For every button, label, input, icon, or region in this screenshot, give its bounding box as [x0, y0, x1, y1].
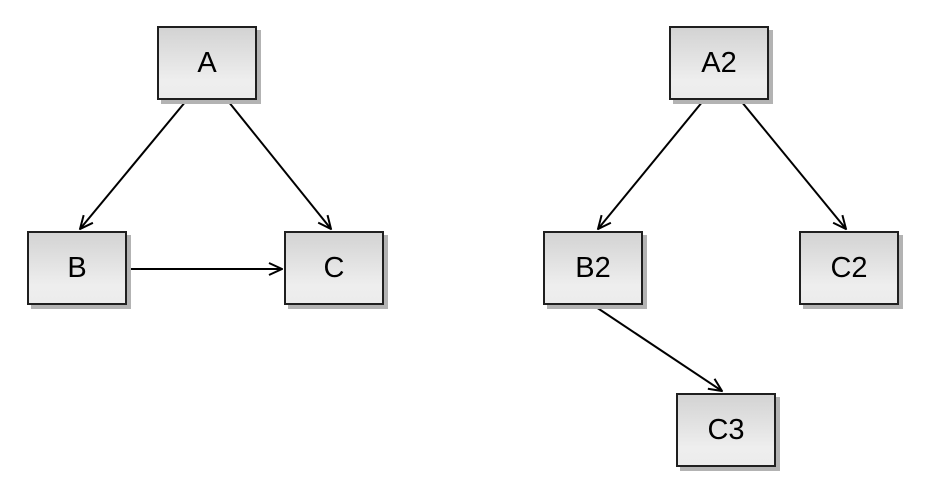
edge-a2-b2 [598, 100, 704, 229]
edge-a-c [227, 100, 331, 229]
node-a: A [157, 26, 257, 100]
node-a2: A2 [669, 26, 769, 100]
node-b: B [27, 231, 127, 305]
node-c: C [284, 231, 384, 305]
node-c3: C3 [676, 393, 776, 467]
edge-b2-c3 [595, 306, 722, 391]
node-c2: C2 [799, 231, 899, 305]
edge-a2-c2 [740, 100, 846, 229]
node-b2: B2 [543, 231, 643, 305]
edge-a-b [80, 100, 187, 229]
